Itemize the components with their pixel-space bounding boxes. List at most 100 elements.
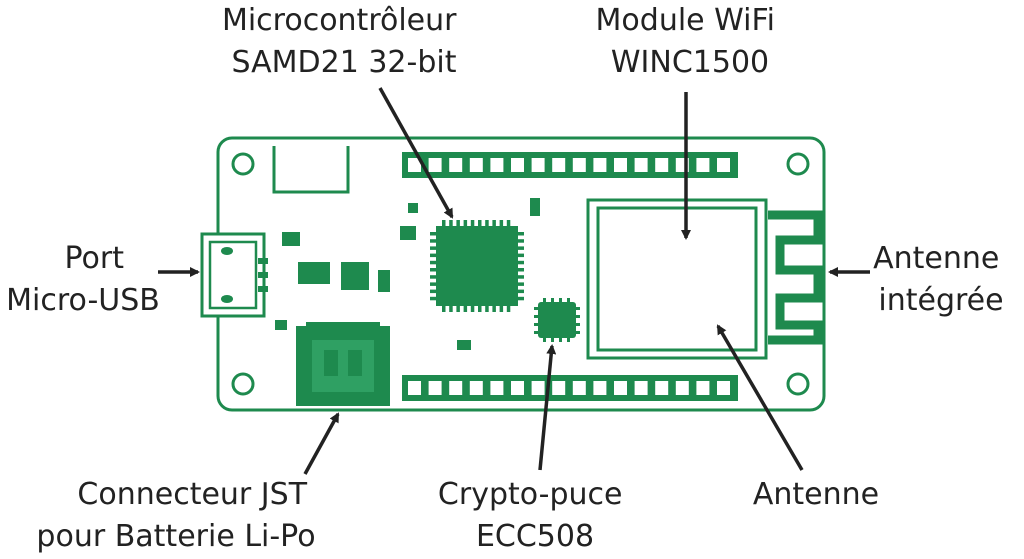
ecc508-crypto-chip	[534, 298, 580, 342]
pin	[518, 232, 524, 236]
pin	[576, 331, 580, 334]
label-usb: Port Micro-USB	[6, 241, 160, 318]
pin	[576, 323, 580, 326]
pin	[655, 381, 669, 395]
pin	[506, 220, 511, 226]
pin	[463, 306, 468, 312]
mounting-hole-top-right	[786, 152, 810, 176]
header-pins-top	[402, 152, 738, 178]
label-wifi-line2: WINC1500	[611, 45, 769, 80]
pin	[428, 158, 442, 172]
pin	[430, 253, 436, 258]
arrow-antenna	[716, 324, 804, 471]
micro-usb-port	[200, 232, 268, 318]
smd-components	[275, 198, 540, 362]
pin	[469, 158, 483, 172]
pin	[675, 381, 689, 395]
pin	[449, 306, 453, 312]
pin	[470, 220, 475, 226]
arrow-mcu	[378, 87, 454, 219]
pin	[614, 158, 627, 172]
pin	[518, 268, 524, 272]
arrow-crypto	[538, 344, 557, 471]
pin	[449, 220, 453, 226]
pin	[518, 260, 524, 265]
pin	[567, 338, 570, 342]
silkscreen-bracket	[272, 146, 350, 194]
pin	[567, 298, 570, 302]
label-antenna-line1: Antenne	[753, 477, 879, 512]
label-wifi: Module WiFi WINC1500	[596, 3, 785, 80]
label-crypto: Crypto-puce ECC508	[438, 477, 632, 554]
callout-arrows	[158, 87, 870, 475]
pin	[552, 381, 566, 395]
pin	[634, 381, 648, 395]
pin	[593, 381, 607, 395]
pin	[492, 220, 496, 226]
pin	[469, 381, 483, 395]
label-jst: Connecteur JST pour Batterie Li-Po	[36, 477, 316, 554]
pin	[518, 282, 524, 286]
pin	[430, 232, 436, 236]
pin	[534, 307, 538, 310]
pin	[430, 289, 436, 294]
pin	[499, 306, 504, 312]
pin	[543, 298, 546, 302]
pin	[430, 282, 436, 286]
pin	[518, 253, 524, 258]
pin	[478, 220, 482, 226]
pin	[456, 306, 460, 312]
pin	[518, 239, 524, 243]
pin	[430, 268, 436, 272]
pin	[534, 323, 538, 326]
pin	[430, 239, 436, 243]
pin	[717, 158, 730, 172]
pin	[456, 220, 460, 226]
pin	[478, 306, 482, 312]
pin	[534, 331, 538, 334]
pin	[492, 306, 496, 312]
pin	[449, 381, 463, 395]
pin	[408, 381, 421, 395]
pin	[634, 158, 648, 172]
pin	[518, 275, 524, 279]
label-antenna-integrated: Antenne intégrée	[873, 241, 1009, 318]
pin	[490, 158, 504, 172]
pin	[696, 381, 710, 395]
pin	[430, 260, 436, 265]
label-antenna-integrated-line2: intégrée	[878, 283, 1003, 318]
pin	[518, 289, 524, 294]
label-crypto-line2: ECC508	[476, 519, 594, 554]
pin	[576, 307, 580, 310]
header-pins-bottom	[402, 375, 738, 401]
pin	[499, 220, 504, 226]
pin	[485, 220, 489, 226]
label-wifi-line1: Module WiFi	[596, 3, 775, 38]
pin	[576, 315, 580, 318]
pin	[551, 338, 554, 342]
pin	[430, 246, 436, 250]
pin	[572, 381, 586, 395]
mounting-hole-bottom-left	[231, 372, 255, 396]
pin	[518, 296, 524, 301]
pin	[430, 296, 436, 301]
label-jst-line2: pour Batterie Li-Po	[36, 519, 315, 554]
pin	[531, 381, 545, 395]
label-usb-line1: Port	[64, 241, 124, 276]
pin	[490, 381, 504, 395]
label-antenna-integrated-line1: Antenne	[873, 241, 999, 276]
mounting-hole-top-left	[231, 152, 255, 176]
pin	[511, 381, 524, 395]
integrated-antenna-trace	[768, 210, 823, 345]
label-mcu-line2: SAMD21 32-bit	[232, 45, 457, 80]
pin	[572, 158, 586, 172]
winc1500-wifi-module	[586, 198, 768, 360]
label-usb-line2: Micro-USB	[6, 283, 160, 318]
pin	[543, 338, 546, 342]
arrow-jst	[303, 412, 340, 475]
pin	[717, 381, 730, 395]
pin	[518, 246, 524, 250]
pcb-board	[200, 136, 826, 412]
pin	[470, 306, 475, 312]
